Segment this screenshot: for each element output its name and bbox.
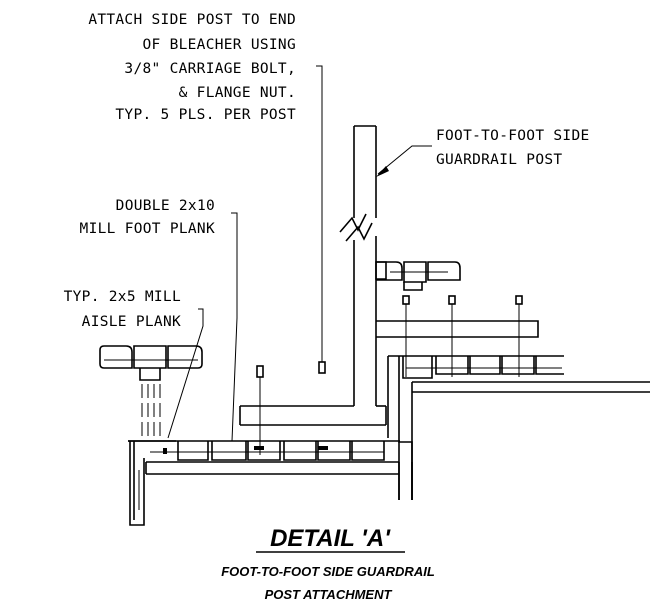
leader-foot-plank [231, 212, 238, 442]
aisle-plank [99, 345, 203, 436]
note-guardrail-line-2: GUARDRAIL POST [436, 152, 562, 168]
title-block: DETAIL 'A' FOOT-TO-FOOT SIDE GUARDRAIL P… [221, 525, 435, 602]
note-attach-line-5: TYP. 5 PLS. PER POST [115, 107, 296, 123]
note-attach-line-3: 3/8" CARRIAGE BOLT, [124, 61, 296, 77]
note-attach-side-post: ATTACH SIDE POST TO END OF BLEACHER USIN… [88, 12, 296, 123]
note-foot-plank-line-1: DOUBLE 2x10 [116, 198, 215, 214]
leader-attach-bolt [316, 65, 323, 362]
bolt-main-1 [256, 365, 264, 455]
note-attach-line-1: ATTACH SIDE POST TO END [88, 12, 296, 28]
leader-guardrail-arrow [376, 166, 389, 177]
note-side-guardrail-post: FOOT-TO-FOOT SIDE GUARDRAIL POST [436, 128, 590, 168]
leader-guardrail-post [377, 145, 432, 175]
note-attach-line-4: & FLANGE NUT. [179, 85, 296, 101]
guardrail-post [239, 125, 387, 426]
break-symbol [339, 213, 367, 233]
bolt-main-2 [318, 361, 326, 374]
bolt-upper-3 [515, 295, 523, 377]
detail-subtitle-line-2: POST ATTACHMENT [265, 587, 393, 602]
detail-title: DETAIL 'A' [270, 525, 391, 552]
upper-bleacher [375, 261, 650, 500]
main-plank-row [128, 440, 413, 500]
bolt-upper-1 [402, 295, 410, 377]
note-attach-line-2: OF BLEACHER USING [142, 37, 296, 53]
leader-aisle-plank [167, 308, 204, 439]
bolt-upper-2 [448, 295, 456, 377]
left-end-post [128, 440, 176, 526]
note-aisle-plank: TYP. 2x5 MILL AISLE PLANK [64, 289, 181, 330]
note-guardrail-line-1: FOOT-TO-FOOT SIDE [436, 128, 590, 144]
leader-lines [167, 65, 432, 442]
bolts-main-row [256, 361, 326, 455]
note-foot-plank-line-2: MILL FOOT PLANK [80, 221, 215, 237]
detail-subtitle-line-1: FOOT-TO-FOOT SIDE GUARDRAIL [221, 564, 435, 579]
note-aisle-line-1: TYP. 2x5 MILL [64, 289, 181, 305]
note-double-foot-plank: DOUBLE 2x10 MILL FOOT PLANK [80, 198, 215, 237]
note-aisle-line-2: AISLE PLANK [82, 314, 181, 330]
